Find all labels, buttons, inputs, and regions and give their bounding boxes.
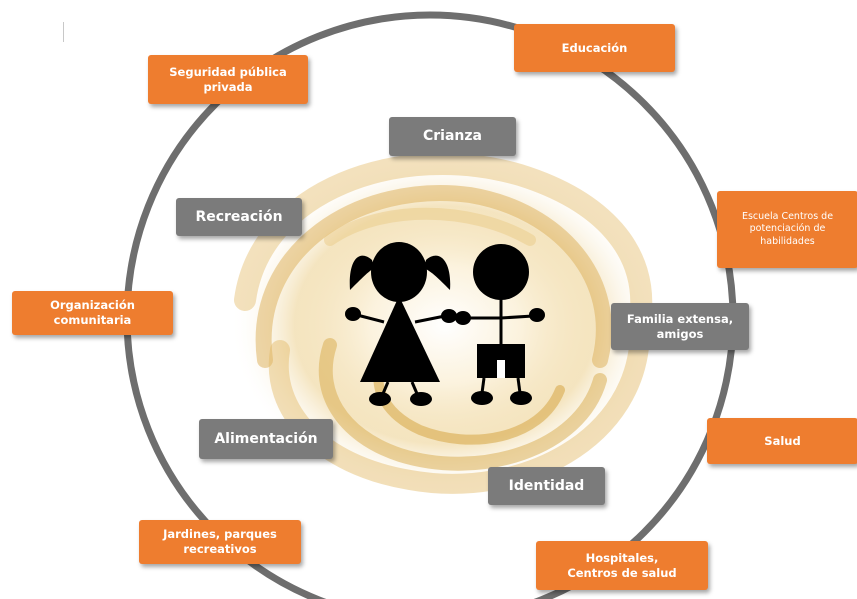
- box-salud-label: Salud: [764, 433, 801, 448]
- box-jardines-label: Jardines, parques recreativos: [163, 527, 277, 556]
- box-identidad: Identidad: [488, 467, 605, 505]
- box-seguridad: Seguridad pública privada: [148, 55, 308, 104]
- box-alimentacion: Alimentación: [199, 419, 333, 459]
- box-familia: Familia extensa, amigos: [611, 303, 749, 350]
- box-hospitales: Hospitales, Centros de salud: [536, 541, 708, 590]
- box-crianza-label: Crianza: [423, 128, 482, 145]
- box-familia-label: Familia extensa, amigos: [626, 311, 734, 341]
- box-crianza: Crianza: [389, 117, 516, 156]
- girl-figure: [345, 242, 457, 406]
- box-organizacion-label: Organización comunitaria: [50, 298, 135, 327]
- box-escuela-label: Escuela Centros de potenciación de habil…: [741, 210, 834, 247]
- box-identidad-label: Identidad: [508, 477, 585, 494]
- box-recreacion: Recreación: [176, 198, 302, 236]
- swirl-background: [230, 153, 660, 495]
- box-hospitales-label: Hospitales, Centros de salud: [567, 550, 677, 580]
- box-alimentacion-label: Alimentación: [214, 430, 318, 447]
- box-salud: Salud: [707, 418, 857, 464]
- box-educacion: Educación: [514, 24, 675, 72]
- boy-figure: [455, 244, 545, 405]
- box-organizacion: Organización comunitaria: [12, 291, 173, 335]
- box-jardines: Jardines, parques recreativos: [139, 520, 301, 564]
- box-educacion-label: Educación: [561, 40, 628, 55]
- box-recreacion-label: Recreación: [195, 208, 283, 225]
- box-seguridad-label: Seguridad pública privada: [169, 64, 287, 94]
- text-cursor-mark: [63, 22, 64, 42]
- box-escuela: Escuela Centros de potenciación de habil…: [717, 191, 857, 268]
